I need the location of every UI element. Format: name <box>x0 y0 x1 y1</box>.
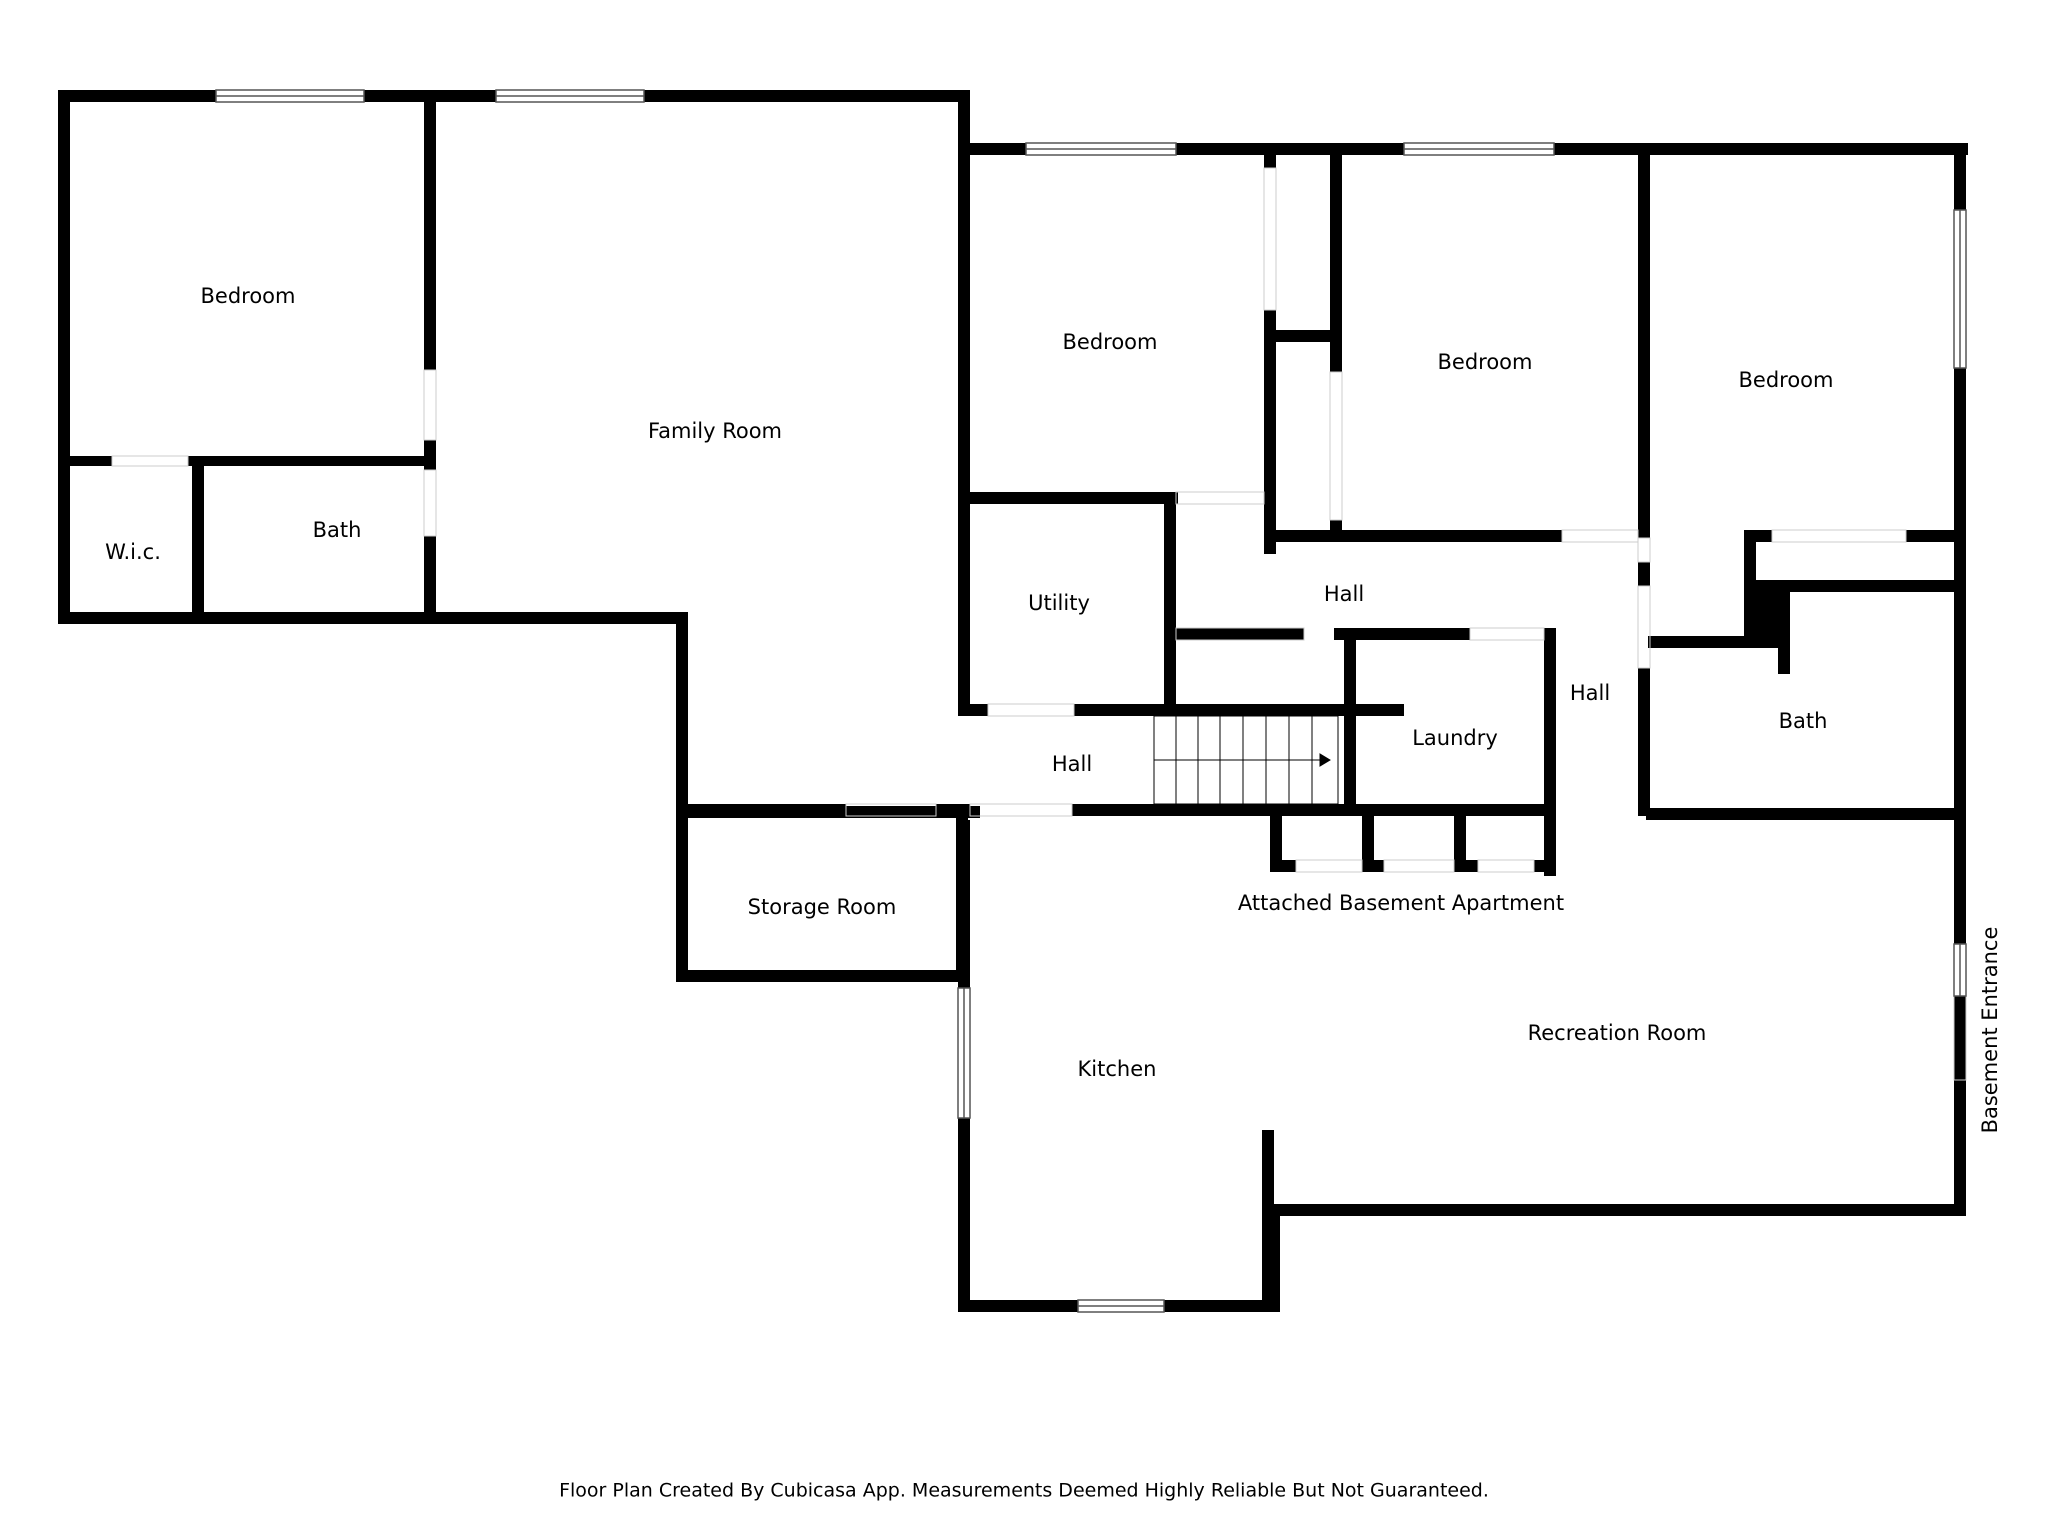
label-bath-1: Bath <box>313 518 362 542</box>
label-wic: W.i.c. <box>105 540 161 564</box>
label-bedroom-4: Bedroom <box>1739 368 1834 392</box>
label-hall-1: Hall <box>1324 582 1364 606</box>
label-kitchen: Kitchen <box>1078 1057 1157 1081</box>
window-bedroom-2 <box>1025 142 1177 156</box>
window-bedroom-1 <box>215 89 365 103</box>
label-recreation-room: Recreation Room <box>1528 1021 1707 1045</box>
doors <box>111 167 1967 1081</box>
label-hall-3: Hall <box>1052 752 1092 776</box>
label-family-room: Family Room <box>648 419 782 443</box>
stairs <box>1153 715 1339 805</box>
window-kitchen-west <box>957 987 971 1119</box>
label-storage-room: Storage Room <box>748 895 897 919</box>
walls <box>58 90 1968 1312</box>
label-bedroom-2: Bedroom <box>1063 330 1158 354</box>
label-hall-2: Hall <box>1570 681 1610 705</box>
label-bedroom-1: Bedroom <box>201 284 296 308</box>
windows <box>215 89 1967 1313</box>
label-bedroom-3: Bedroom <box>1438 350 1533 374</box>
label-laundry: Laundry <box>1412 726 1498 750</box>
label-attached-apartment: Attached Basement Apartment <box>1238 891 1564 915</box>
label-bath-2: Bath <box>1779 709 1828 733</box>
window-kitchen-south <box>1077 1299 1165 1313</box>
label-basement-entrance: Basement Entrance <box>1978 927 2002 1134</box>
window-family-room <box>495 89 645 103</box>
window-bedroom-3 <box>1403 142 1555 156</box>
label-utility: Utility <box>1028 591 1090 615</box>
window-bedroom-4 <box>1953 209 1967 369</box>
room-labels: Bedroom Family Room W.i.c. Bath Bedroom … <box>105 284 2002 1133</box>
window-entrance <box>1953 943 1967 997</box>
footer-disclaimer: Floor Plan Created By Cubicasa App. Meas… <box>559 1480 1489 1502</box>
